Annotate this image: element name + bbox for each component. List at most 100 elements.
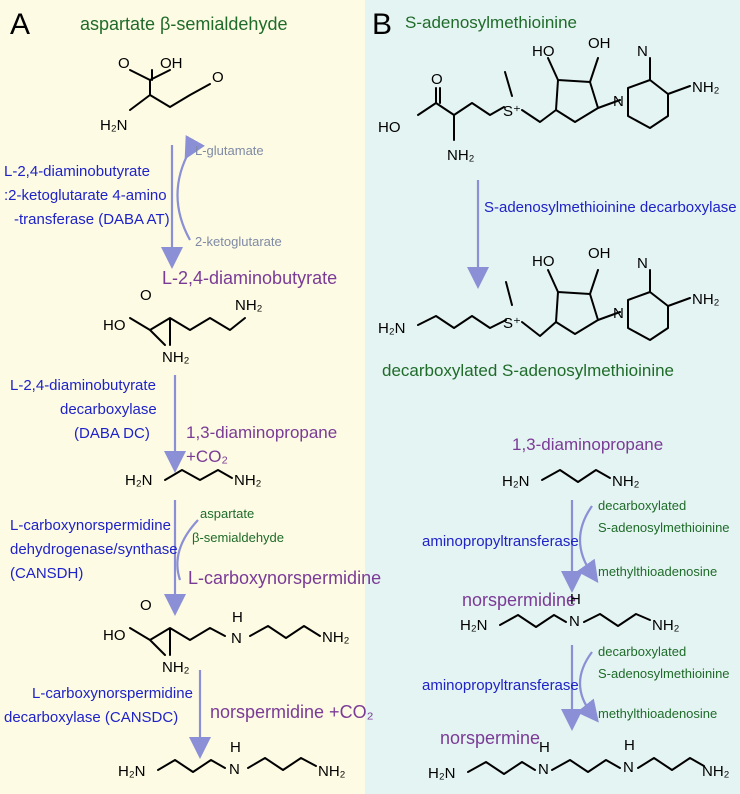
cosubstrate-b2-in-line-2: S-adenosylmethioinine <box>598 520 730 535</box>
atom-o: O <box>212 69 224 86</box>
enzyme-1-line-3: -transferase (DABA AT) <box>14 211 170 228</box>
aspartate-semialdehyde-structure: O OH O H₂N <box>100 55 224 134</box>
panel-a-background <box>0 0 365 794</box>
atom-nh2: NH₂ <box>234 472 262 489</box>
atom-nh2: NH₂ <box>162 659 190 676</box>
atom-nh2: NH₂ <box>322 629 350 646</box>
norspermidine-structure-a: H₂N H N NH₂ <box>118 739 346 780</box>
atom-nh2: NH₂ <box>652 617 680 634</box>
product-2-co2: +CO₂ <box>186 447 228 466</box>
cosubstrate-3-line-1: aspartate <box>200 506 254 521</box>
cosubstrate-b3-in-line-2: S-adenosylmethioinine <box>598 666 730 681</box>
atom-nh2: NH₂ <box>318 763 346 780</box>
cosubstrate-arrow-1 <box>176 135 205 241</box>
sam-structure: O HO NH₂ S⁺ HO OH N N NH₂ <box>378 35 720 164</box>
atom-ho: HO <box>532 43 555 60</box>
atom-oh: OH <box>160 55 183 72</box>
atom-o: O <box>118 55 130 72</box>
atom-nh2: NH₂ <box>692 79 720 96</box>
diaminopropane-structure-b: H₂N NH₂ <box>502 469 640 490</box>
atom-o: O <box>140 597 152 614</box>
atom-h2n: H₂N <box>118 763 146 780</box>
atom-s-plus: S⁺ <box>503 315 521 332</box>
atom-nh2: NH₂ <box>692 291 720 308</box>
atom-n: N <box>569 613 580 630</box>
dcsam-structure: H₂N S⁺ HO OH N N NH₂ <box>378 245 720 341</box>
atom-nh2: NH₂ <box>235 297 263 314</box>
product-1-label: L-2,4-diaminobutyrate <box>162 268 337 288</box>
atom-n: N <box>637 255 648 272</box>
cosubstrate-b3-in-line-1: decarboxylated <box>598 644 686 659</box>
norspermidine-label-b: norspermidine <box>462 590 576 610</box>
diaminopropane-structure: H₂N NH₂ <box>125 469 262 489</box>
atom-h2n: H₂N <box>428 765 456 782</box>
atom-oh: OH <box>588 35 611 52</box>
panel-a-letter: A <box>10 8 30 41</box>
enzyme-4-line-1: L-carboxynorspermidine <box>32 685 193 702</box>
atom-h2n: H₂N <box>460 617 488 634</box>
atom-h2n: H₂N <box>100 117 128 134</box>
cosubstrate-arrow-b2 <box>576 505 599 583</box>
carboxynorspermidine-structure: O HO NH₂ H N NH₂ <box>103 597 350 676</box>
cosubstrate-b2-in-line-1: decarboxylated <box>598 498 686 513</box>
product-3-label: L-carboxynorspermidine <box>188 568 381 588</box>
atom-nh2: NH₂ <box>612 473 640 490</box>
norspermine-label: norspermine <box>440 728 540 748</box>
atom-h2n: H₂N <box>502 473 530 490</box>
atom-n: N <box>538 761 549 778</box>
panel-b-letter: B <box>372 8 392 41</box>
panel-b-background <box>365 0 740 794</box>
atom-s-plus: S⁺ <box>503 103 521 120</box>
daba-structure: O HO NH₂ NH₂ <box>103 287 263 366</box>
atom-ho: HO <box>532 253 555 270</box>
product-2-label: 1,3-diaminopropane <box>186 423 337 442</box>
atom-nh2: NH₂ <box>447 147 475 164</box>
dap-label-b: 1,3-diaminopropane <box>512 435 663 454</box>
atom-n: N <box>623 759 634 776</box>
product-4-label: norspermidine +CO₂ <box>210 702 374 722</box>
norspermine-structure: H₂N H N H N NH₂ <box>428 737 730 782</box>
atom-h: H <box>232 609 243 626</box>
atom-n: N <box>229 761 240 778</box>
enzyme-b2-label: aminopropyltransferase <box>422 533 579 550</box>
atom-n: N <box>613 93 624 110</box>
atom-nh2: NH₂ <box>702 763 730 780</box>
cosubstrate-b3-out: methylthioadenosine <box>598 706 717 721</box>
atom-oh: OH <box>588 245 611 262</box>
atom-o: O <box>431 71 443 88</box>
atom-h2n: H₂N <box>125 472 153 489</box>
enzyme-2-line-1: L-2,4-diaminobutyrate <box>10 377 156 394</box>
enzyme-1-line-1: L-2,4-diaminobutyrate <box>4 163 150 180</box>
atom-n: N <box>637 43 648 60</box>
enzyme-3-line-3: (CANSDH) <box>10 565 83 582</box>
enzyme-2-line-2: decarboxylase <box>60 401 157 418</box>
atom-n: N <box>613 305 624 322</box>
cosubstrate-b2-out: methylthioadenosine <box>598 564 717 579</box>
atom-ho: HO <box>103 317 126 334</box>
atom-h: H <box>624 737 635 754</box>
norspermidine-structure-b: H₂N H N NH₂ <box>460 591 680 634</box>
cosubstrate-in-1: L-glutamate <box>195 143 264 158</box>
cosubstrate-arrow-b3 <box>576 651 599 723</box>
cosubstrate-3-line-2: β-semialdehyde <box>192 530 284 545</box>
enzyme-b3-label: aminopropyltransferase <box>422 677 579 694</box>
atom-n: N <box>231 630 242 647</box>
atom-h: H <box>570 591 581 608</box>
atom-nh2: NH₂ <box>162 349 190 366</box>
cosubstrate-out-1: 2-ketoglutarate <box>195 234 282 249</box>
atom-h: H <box>539 739 550 756</box>
enzyme-b1-label: S-adenosylmethioinine decarboxylase <box>484 199 737 216</box>
atom-ho: HO <box>103 627 126 644</box>
atom-h2n: H₂N <box>378 320 406 337</box>
atom-h: H <box>230 739 241 756</box>
enzyme-2-line-3: (DABA DC) <box>74 425 150 442</box>
substrate-label: aspartate β-semialdehyde <box>80 14 287 34</box>
dcsam-label: decarboxylated S-adenosylmethioinine <box>382 361 674 380</box>
enzyme-1-line-2: :2-ketoglutarate 4-amino <box>4 187 167 204</box>
enzyme-3-line-2: dehydrogenase/synthase <box>10 541 178 558</box>
enzyme-4-line-2: decarboxylase (CANSDC) <box>4 709 178 726</box>
cosubstrate-arrow-3 <box>176 519 199 581</box>
sam-label: S-adenosylmethioinine <box>405 13 577 32</box>
atom-ho: HO <box>378 119 401 136</box>
